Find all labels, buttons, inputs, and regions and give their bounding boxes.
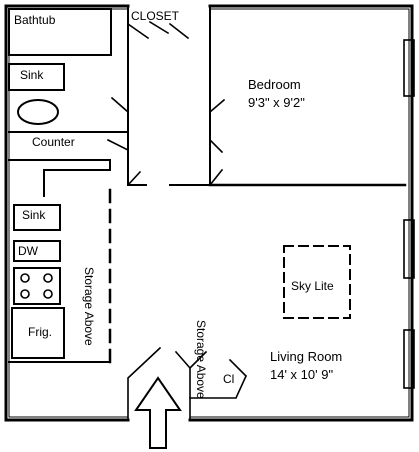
burner — [43, 289, 53, 299]
closet-label: CLOSET — [131, 9, 180, 23]
fridge-label: Frig. — [28, 325, 52, 339]
closet-door — [126, 20, 190, 40]
bathtub-label: Bathtub — [14, 13, 56, 27]
living-room-label: Living Room — [270, 349, 343, 364]
dishwasher-outline — [13, 240, 61, 262]
bedroom-door-swing — [126, 168, 224, 187]
toilet — [17, 99, 59, 125]
sky-lite-outline — [283, 245, 351, 319]
burner — [20, 289, 30, 299]
bath-sink-outline — [8, 63, 65, 91]
bedroom-label: Bedroom — [248, 77, 301, 92]
window-bedroom — [403, 39, 415, 97]
kitchen-sink-outline — [13, 204, 61, 231]
bedroom-dims: 9'3" x 9'2" — [248, 95, 305, 110]
exterior-wall — [4, 4, 414, 422]
counter-wall — [8, 159, 111, 197]
closet-door-lower — [106, 96, 226, 154]
burner — [20, 273, 30, 283]
stove-outline — [13, 267, 61, 305]
living-room-dims: 14' x 10' 9" — [270, 367, 334, 382]
sky-lite-label: Sky Lite — [291, 279, 334, 293]
window-living-1 — [403, 219, 415, 279]
closet-cl-label: Cl — [223, 372, 235, 386]
bathtub-outline — [8, 8, 112, 56]
fridge-outline — [11, 307, 65, 359]
window-living-2 — [403, 329, 415, 389]
entry-arrow-icon — [134, 376, 182, 449]
closet-cl — [188, 350, 248, 399]
dishwasher-label: DW — [18, 244, 38, 258]
counter-label: Counter — [32, 135, 75, 149]
storage-above-left-label: Storage Above — [82, 267, 96, 346]
burner — [43, 273, 53, 283]
kitchen-sink-label: Sink — [22, 208, 46, 222]
bath-sink-label: Sink — [20, 68, 44, 82]
storage-above-right-label: Storage Above — [194, 320, 208, 399]
